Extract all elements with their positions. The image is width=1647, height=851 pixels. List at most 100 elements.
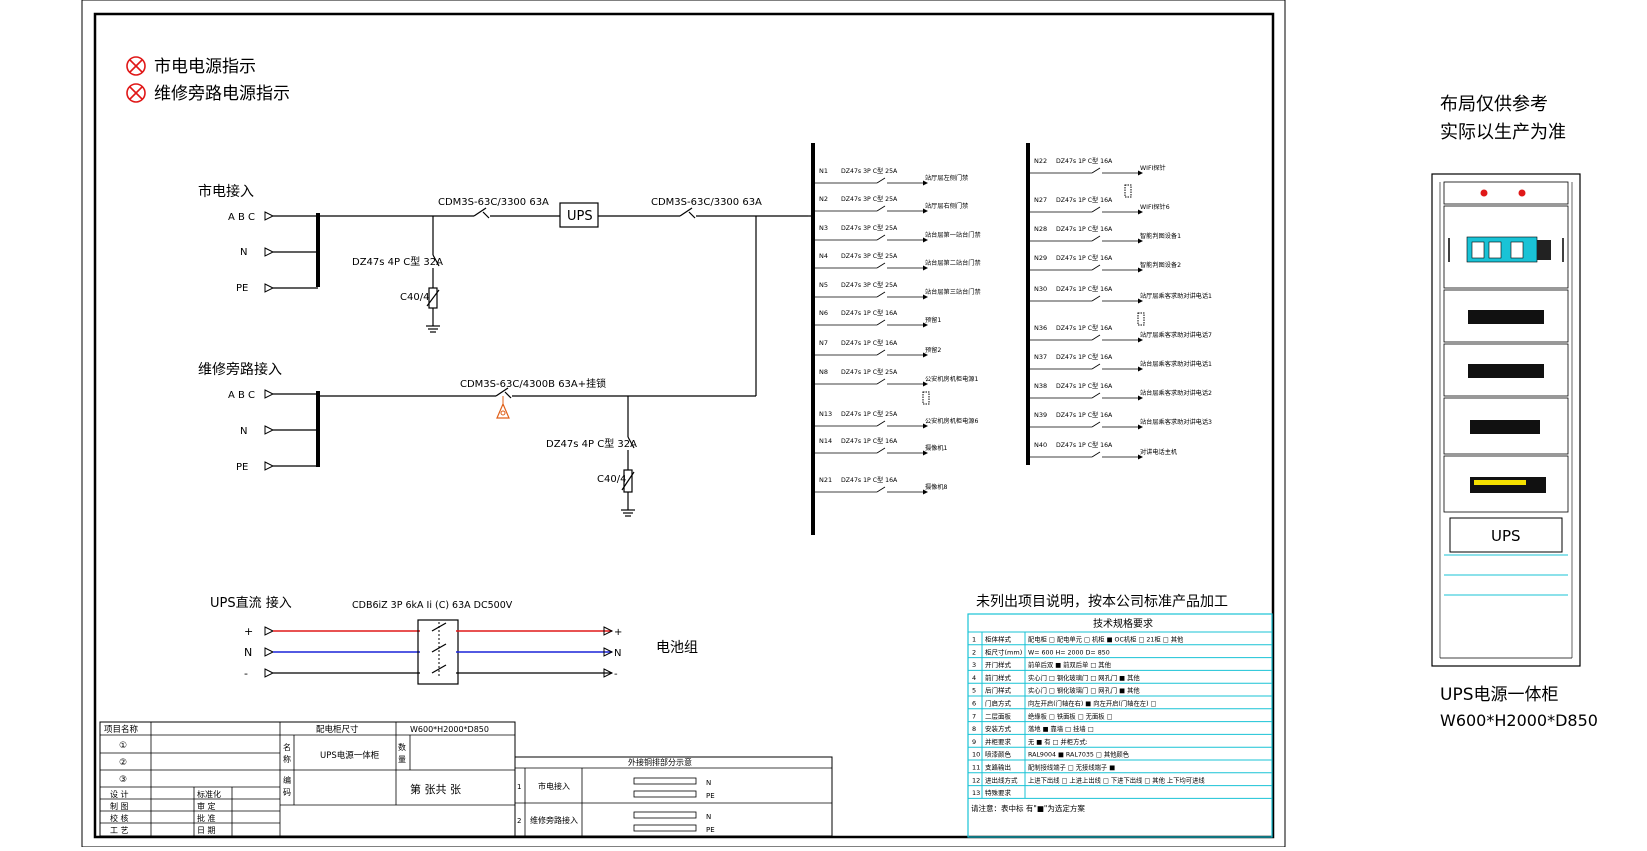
indicator-icon bbox=[126, 83, 146, 103]
circuit-id: N14 bbox=[819, 437, 832, 445]
dc-title: UPS直流 接入 bbox=[210, 595, 292, 611]
busbar-row-b: PE bbox=[706, 792, 715, 800]
circuit-spec: DZ47s 1P C型 16A bbox=[841, 339, 898, 347]
dc-n-out-label: N bbox=[614, 648, 621, 659]
bypass-spd-breaker-label: DZ47s 4P C型 32A bbox=[546, 437, 637, 450]
tb-name-label-1: 名 bbox=[283, 742, 291, 752]
circuit-load: 智能判图设备2 bbox=[1140, 261, 1181, 269]
ground-icon bbox=[426, 325, 440, 333]
arrow-icon bbox=[923, 294, 928, 300]
breaker-switch bbox=[1091, 206, 1101, 213]
dc-minus-out-label: - bbox=[614, 669, 618, 680]
tb-row2: ② bbox=[119, 758, 127, 768]
circuit-load: 公安机房机柜电源6 bbox=[925, 417, 978, 425]
spec-row-no: 7 bbox=[972, 712, 976, 720]
arrow-icon bbox=[923, 180, 928, 186]
breaker-switch bbox=[627, 436, 635, 449]
circuit-load: 摄像机8 bbox=[925, 483, 948, 491]
cabinet-ups-label: UPS bbox=[1491, 527, 1521, 545]
busbar-bar bbox=[633, 777, 697, 785]
indicator-light-icon bbox=[1480, 189, 1488, 197]
arrow-icon bbox=[923, 208, 928, 214]
spec-row-no: 3 bbox=[972, 661, 976, 669]
busbar-table-title: 外接铜排部分示意 bbox=[628, 757, 692, 767]
arrow-icon bbox=[923, 450, 928, 456]
tb-size-value: W600*H2000*D850 bbox=[410, 725, 489, 734]
circuit-spec: DZ47s 1P C型 16A bbox=[1056, 324, 1113, 332]
spec-row-options: 向左开启(门轴在右) ■ 向左开启(门轴在左) □ bbox=[1028, 699, 1157, 708]
terminal-arrow bbox=[264, 389, 275, 399]
bypass-spd-label: C40/4 bbox=[597, 474, 626, 485]
spec-row: 3 开门样式 前单后双 ■ 前双后单 □ 其他 bbox=[968, 657, 1272, 671]
circuit-spec: DZ47s 3P C型 25A bbox=[841, 224, 898, 232]
arrow-icon bbox=[1138, 238, 1143, 244]
breaker-switch bbox=[876, 349, 886, 356]
busbar-row-name: 市电接入 bbox=[538, 781, 570, 791]
circuit-id: N3 bbox=[819, 224, 828, 232]
circuit-spec: DZ47s 1P C型 16A bbox=[1056, 382, 1113, 390]
terminal-arrow bbox=[264, 425, 275, 435]
circuit-load: 智能判图设备1 bbox=[1140, 232, 1181, 240]
circuit-spec: DZ47s 1P C型 16A bbox=[1056, 285, 1113, 293]
arrow-icon bbox=[1138, 209, 1143, 215]
circuit-id: N13 bbox=[819, 410, 832, 418]
spec-row-name: 支路输出 bbox=[985, 763, 1011, 772]
breaker-switch bbox=[876, 205, 886, 212]
spec-row-options: 绝缘板 □ 铁面板 □ 无面板 □ bbox=[1028, 711, 1113, 720]
busbar-row-no: 1 bbox=[517, 783, 521, 791]
arrow-icon bbox=[1138, 267, 1143, 273]
breaker-switch bbox=[1091, 264, 1101, 271]
spec-row-name: 门启方式 bbox=[985, 699, 1012, 708]
breaker-switch bbox=[876, 234, 886, 241]
busbar-row-name: 维修旁路接入 bbox=[530, 815, 578, 825]
spd-module bbox=[1537, 240, 1551, 260]
breaker-switch bbox=[1091, 167, 1101, 174]
terminal-arrow bbox=[264, 461, 275, 471]
mains-abc-label: A B C bbox=[228, 212, 255, 223]
circuit-id: N2 bbox=[819, 195, 828, 203]
breaker-switch bbox=[876, 262, 886, 269]
circuit-load: 对讲电话主机 bbox=[1140, 448, 1178, 456]
legend: 市电电源指示 维修旁路电源指示 bbox=[126, 56, 290, 104]
spec-row-no: 2 bbox=[972, 648, 976, 656]
legend-bypass-indicator: 维修旁路电源指示 bbox=[154, 84, 290, 104]
spec-row-name: 进出线方式 bbox=[985, 775, 1018, 784]
circuit-spec: DZ47s 1P C型 16A bbox=[841, 476, 898, 484]
spec-row-options: 配电柜 □ 配电单元 □ 机柜 ■ OC机柜 □ 21柜 □ 其他 bbox=[1028, 635, 1184, 644]
circuit-id: N36 bbox=[1034, 324, 1047, 332]
busbar-bar bbox=[633, 790, 697, 798]
tb-approve: 批 准 bbox=[197, 813, 216, 823]
spec-row-no: 12 bbox=[972, 776, 980, 784]
breaker-switch bbox=[876, 177, 886, 184]
breaker-switch bbox=[1091, 421, 1101, 428]
circuit-id: N27 bbox=[1034, 196, 1047, 204]
terminal-arrow bbox=[603, 668, 614, 678]
circuit-load: 站厅层乘客求助对讲电话1 bbox=[1140, 292, 1212, 300]
spec-row-options: 前单后双 ■ 前双后单 □ 其他 bbox=[1028, 660, 1112, 669]
spec-row-no: 6 bbox=[972, 700, 976, 708]
circuit-id: N6 bbox=[819, 309, 828, 317]
bypass-n-label: N bbox=[240, 426, 247, 437]
indicator-light-icon bbox=[1518, 189, 1526, 197]
spec-row-name: 开门样式 bbox=[985, 660, 1012, 669]
circuit-load: 站台层第一站台门禁 bbox=[925, 231, 981, 239]
arrow-icon bbox=[1138, 298, 1143, 304]
spec-row-options: 实心门 □ 钢化玻璃门 □ 网孔门 ■ 其他 bbox=[1028, 686, 1140, 695]
circuit-spec: DZ47s 1P C型 16A bbox=[1056, 196, 1113, 204]
spec-row-no: 11 bbox=[972, 764, 980, 772]
tb-sheet: 第 张共 张 bbox=[410, 782, 461, 796]
layout-note-line1: 布局仅供参考 bbox=[1440, 94, 1548, 115]
breaker-switch bbox=[876, 319, 886, 326]
breaker-switch bbox=[679, 207, 693, 217]
bypass-abc-label: A B C bbox=[228, 390, 255, 401]
tb-row1: ① bbox=[119, 741, 127, 751]
arrow-icon bbox=[1138, 424, 1143, 430]
